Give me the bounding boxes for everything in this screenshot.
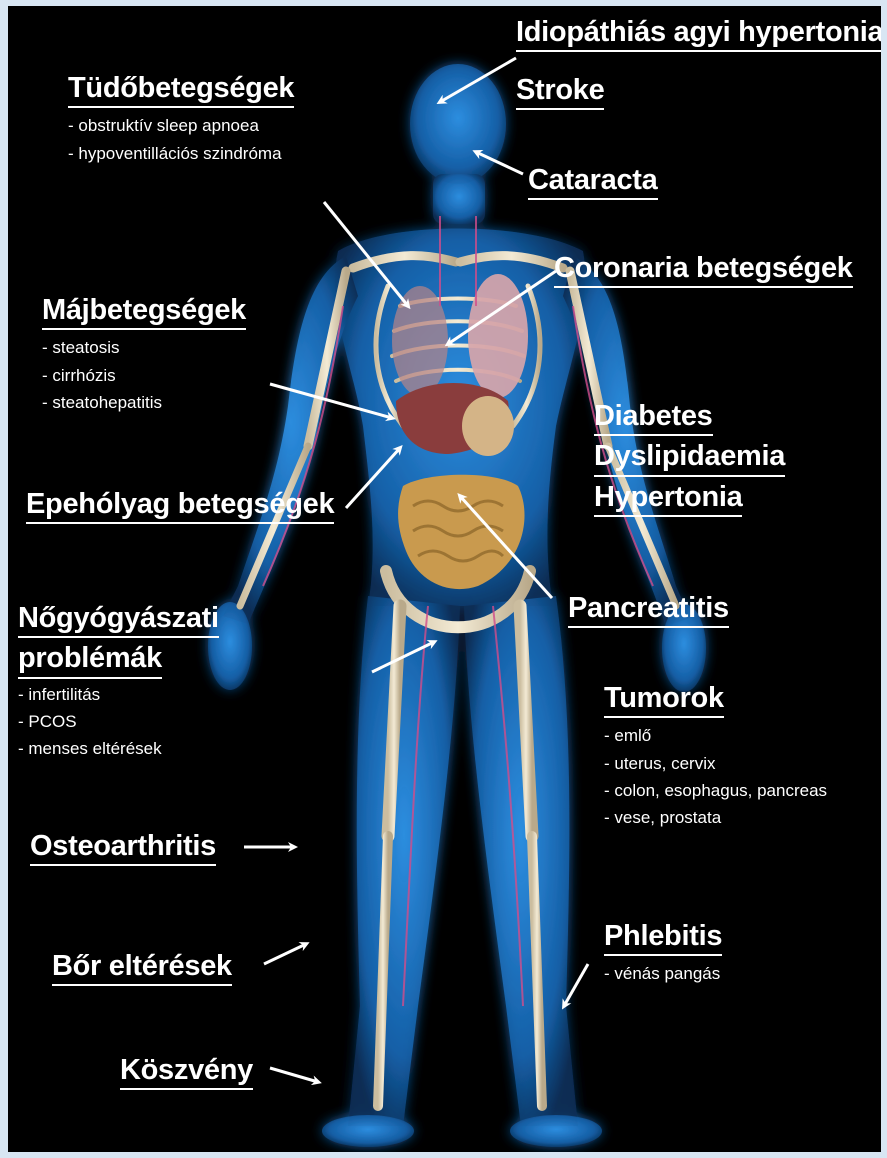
tumor-item: - emlő bbox=[604, 722, 651, 749]
label-pancreatitis: Pancreatitis bbox=[568, 592, 729, 628]
label-osteoarthritis: Osteoarthritis bbox=[30, 830, 216, 866]
label-coronary: Coronaria betegségek bbox=[554, 252, 853, 288]
label-tumors: Tumorok - emlő - uterus, cervix - colon,… bbox=[604, 682, 827, 831]
tumor-item: - uterus, cervix bbox=[604, 750, 715, 777]
label-phlebitis: Phlebitis - vénás pangás bbox=[604, 920, 722, 988]
lung-item: - obstruktív sleep apnoea bbox=[68, 112, 259, 139]
arrow-phlebitis bbox=[564, 964, 588, 1006]
label-liver-diseases: Májbetegségek - steatosis - cirrhózis - … bbox=[42, 294, 246, 416]
label-gout: Köszvény bbox=[120, 1054, 253, 1090]
label-stroke: Stroke bbox=[516, 74, 604, 110]
tumor-item: - colon, esophagus, pancreas bbox=[604, 777, 827, 804]
stomach bbox=[462, 396, 514, 456]
tumor-item: - vese, prostata bbox=[604, 804, 721, 831]
liver-item: - steatosis bbox=[42, 334, 119, 361]
label-cataracta: Cataracta bbox=[528, 164, 658, 200]
diagram-canvas: Idiopáthiás agyi hypertonia Stroke Catar… bbox=[8, 6, 881, 1152]
gyn-item: - infertilitás bbox=[18, 681, 100, 708]
phlebitis-item: - vénás pangás bbox=[604, 960, 720, 987]
arrow-skin bbox=[264, 944, 306, 964]
label-skin: Bőr eltérések bbox=[52, 950, 232, 986]
gyn-item: - PCOS bbox=[18, 708, 77, 735]
gyn-item: - menses eltérések bbox=[18, 735, 162, 762]
arrow-gout bbox=[270, 1068, 318, 1082]
label-lung-diseases: Tüdőbetegségek - obstruktív sleep apnoea… bbox=[68, 72, 294, 167]
label-metabolic: Diabetes Dyslipidaemia Hypertonia bbox=[594, 400, 785, 517]
label-gynecological: Nőgyógyászati problémák - infertilitás -… bbox=[18, 602, 219, 762]
liver-item: - cirrhózis bbox=[42, 362, 116, 389]
lung-item: - hypoventillációs szindróma bbox=[68, 140, 282, 167]
label-gallbladder: Epehólyag betegségek bbox=[26, 488, 334, 524]
label-idiopathic: Idiopáthiás agyi hypertonia bbox=[516, 16, 881, 52]
liver-item: - steatohepatitis bbox=[42, 389, 162, 416]
